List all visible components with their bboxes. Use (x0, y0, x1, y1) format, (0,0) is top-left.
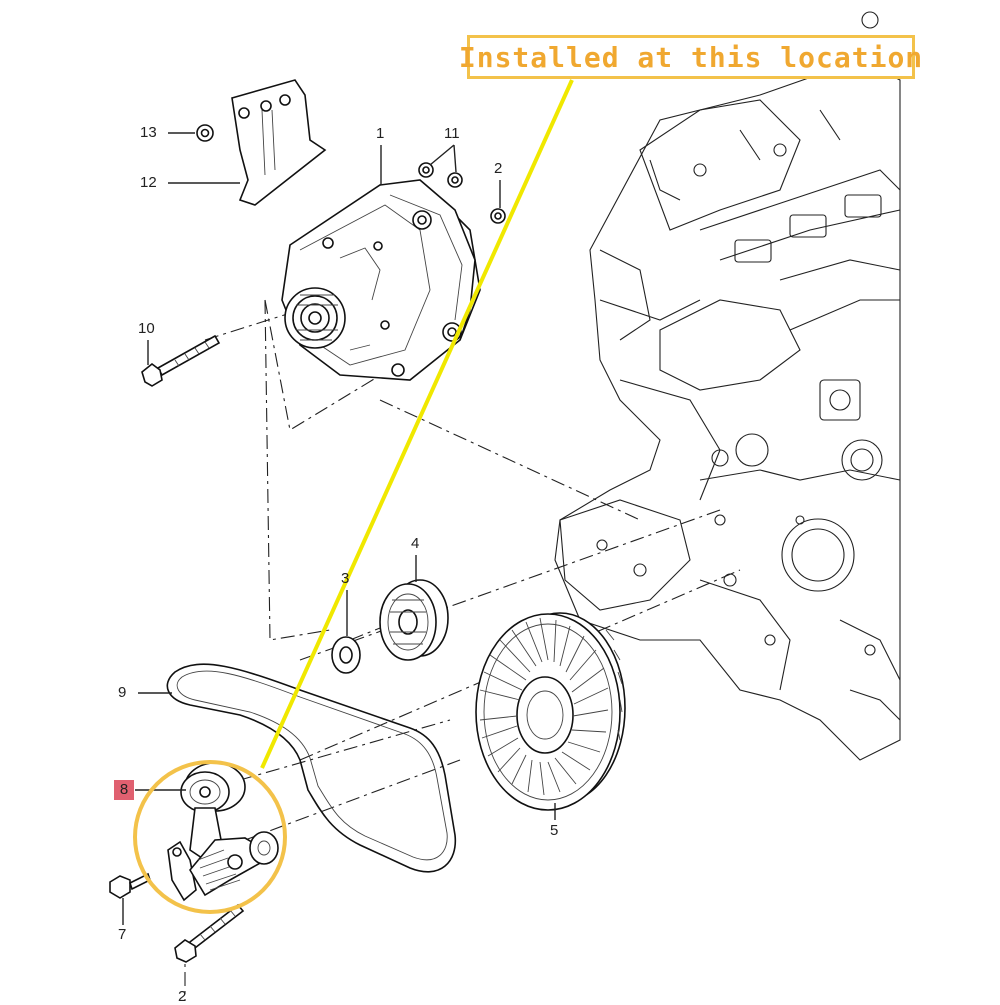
part-label-12: 12 (140, 174, 157, 191)
part-label-10: 10 (138, 320, 155, 337)
part-label-13: 13 (140, 124, 157, 141)
bolt-icon (490, 208, 506, 224)
belt-tensioner-icon (167, 762, 279, 902)
highlight-circle (133, 760, 287, 914)
bolt-icon (141, 334, 221, 387)
heat-shield-bracket-icon (231, 79, 327, 206)
part-label-11: 11 (444, 125, 460, 142)
bolt-icon (109, 872, 151, 899)
part-label-2-top: 2 (494, 160, 503, 177)
idler-pulley-icon (379, 579, 449, 661)
callout-pointer-line (260, 79, 574, 769)
alternator-icon (281, 179, 481, 381)
washer-icon (196, 124, 214, 142)
part-label-7: 7 (118, 926, 127, 943)
callout-text: Installed at this location (458, 40, 924, 74)
part-label-1: 1 (376, 125, 385, 142)
serpentine-belt-icon (166, 663, 457, 873)
bolt-icon (174, 903, 245, 963)
alignment-dash-lines (184, 269, 741, 1000)
part-label-5: 5 (550, 822, 559, 839)
crankshaft-pulley-icon (475, 612, 626, 811)
washer-icon (418, 162, 463, 188)
engine-block-icon (554, 11, 901, 761)
part-label-4: 4 (411, 535, 420, 552)
leader-lines (122, 132, 556, 925)
part-label-8-highlighted: 8 (114, 780, 134, 800)
washer-icon (331, 636, 361, 674)
part-label-2-bottom: 2 (178, 988, 187, 1005)
callout-box: Installed at this location (459, 35, 922, 79)
part-label-9: 9 (118, 684, 127, 701)
part-label-3: 3 (341, 570, 350, 587)
